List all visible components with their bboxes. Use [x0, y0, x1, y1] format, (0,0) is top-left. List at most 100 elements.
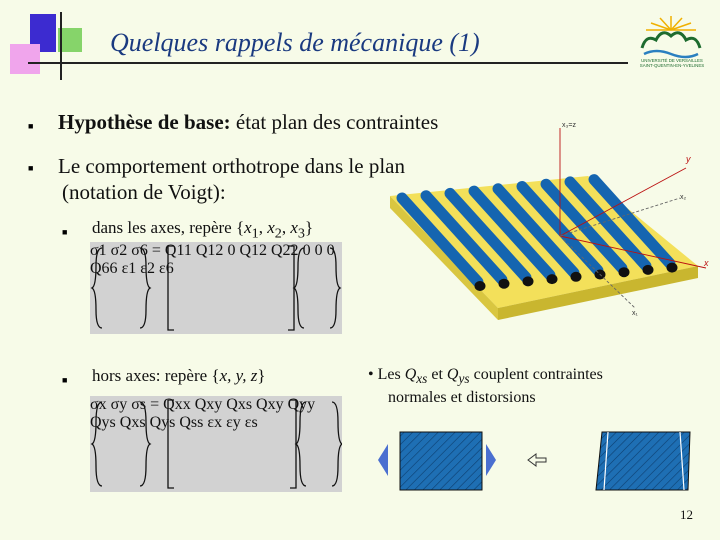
- label-y: y: [686, 154, 691, 164]
- note-b: couplent contraintes: [469, 366, 603, 383]
- fiber: [444, 187, 532, 283]
- coupling-note-line1: • Les Qxs et Qys couplent contraintes: [368, 366, 603, 387]
- fiber: [492, 183, 580, 279]
- m2-lhs-2: σy: [110, 396, 128, 413]
- label-x2: x₂: [680, 194, 687, 201]
- sub2-vars: x, y, z: [219, 366, 258, 385]
- m2-rhs-2: εy: [226, 414, 241, 431]
- university-logo: [640, 16, 702, 59]
- composite-plate-diagram: [390, 128, 707, 320]
- note-q1-sub: xs: [416, 371, 428, 387]
- arrow-right-icon: [486, 444, 496, 476]
- fiber-end: [546, 274, 558, 285]
- distortion-illustration: [378, 431, 691, 491]
- sep-1: ,: [258, 218, 268, 237]
- fiber-end: [618, 267, 630, 278]
- fiber-end: [474, 281, 486, 291]
- note-a: • Les: [368, 366, 405, 383]
- logo-line-2: SAINT-QUENTIN-EN-YVELINES: [639, 63, 705, 68]
- panel-deformed: [595, 431, 691, 491]
- coupling-note-line2: normales et distorsions: [388, 389, 536, 406]
- m2-qxs: Qxs: [226, 396, 253, 413]
- slide-title: Quelques rappels de mécanique (1): [110, 28, 480, 57]
- m1-rhs-3: ε6: [159, 260, 174, 277]
- fiber-end: [522, 276, 534, 287]
- fiber: [588, 174, 676, 270]
- panel-undeformed: [399, 431, 483, 491]
- implies-arrow-icon: [527, 453, 547, 467]
- m2-lhs-3: σs: [131, 396, 147, 413]
- m1-lhs-2: σ2: [110, 242, 128, 259]
- m1-rhs-2: ε2: [140, 260, 155, 277]
- m1-q23: 0: [302, 242, 311, 259]
- m1-q31: 0: [314, 242, 323, 259]
- x3-sub: 3: [297, 225, 305, 242]
- m2-qss: Qss: [179, 414, 204, 431]
- x3-var: x: [290, 218, 298, 237]
- sub-bullet-in-axes: dans les axes, repère {x1, x2, x3}: [92, 218, 313, 242]
- decor-square-green: [58, 28, 82, 52]
- matrix-brackets: [90, 245, 342, 331]
- m2-qxs-2: Qxs: [119, 414, 146, 431]
- fiber-end: [642, 264, 654, 275]
- note-q1: Q: [404, 366, 417, 383]
- m2-qys-2: Qys: [149, 414, 176, 431]
- sep-2: ,: [281, 218, 291, 237]
- m2-qxy: Qxy: [194, 396, 223, 413]
- arrow-left-icon: [378, 444, 388, 476]
- sub2-prefix: hors axes: repère {: [92, 366, 220, 385]
- sub-bullet-square-icon: ■: [62, 227, 68, 237]
- bullet-hypothese: Hypothèse de base: état plan des contrai…: [58, 110, 438, 135]
- note-mid: et: [427, 366, 447, 383]
- m1-equals: =: [151, 242, 161, 259]
- fiber: [540, 178, 628, 274]
- x2-var: x: [267, 218, 275, 237]
- fiber-end: [570, 271, 582, 282]
- m1-q33: Q66: [90, 260, 118, 277]
- m1-lhs-3: σ6: [131, 242, 148, 259]
- m1-q12: Q12: [195, 242, 224, 259]
- fiber-end: [666, 262, 678, 273]
- bullet-hypothese-text: état plan des contraintes: [230, 110, 439, 134]
- bullet-square-icon: ■: [28, 163, 34, 173]
- label-x: x: [704, 258, 709, 268]
- logo-caption: UNIVERSITÉ DE VERSAILLES SAINT-QUENTIN-E…: [634, 58, 710, 68]
- title-underline: [28, 62, 628, 64]
- shear-line-left: [603, 431, 609, 491]
- bullet-square-icon: ■: [28, 121, 34, 131]
- note-q2-sub: ys: [458, 371, 470, 387]
- m2-qxy-2: Qxy: [256, 396, 284, 413]
- sub-bullet-off-axes: hors axes: repère {x, y, z}: [92, 366, 266, 386]
- stiffness-matrix-in-axes: σ1 σ2 σ6 = Q11 Q12 0 Q12 Q22 0 0 0 Q66 ε…: [90, 242, 342, 334]
- note-q2: Q: [446, 366, 459, 383]
- m1-q32: 0: [326, 242, 335, 259]
- label-x3z: x₃=z: [562, 122, 576, 129]
- bullet-comportement-line2: (notation de Voigt):: [62, 180, 226, 204]
- sub-bullet-square-icon: ■: [62, 375, 68, 385]
- plate-front-left: [390, 196, 498, 320]
- decor-vertical-line: [60, 12, 62, 80]
- decor-square-pink: [10, 44, 40, 74]
- m2-equals: =: [150, 396, 160, 413]
- m1-rhs-1: ε1: [121, 260, 137, 277]
- bullet-hypothese-bold: Hypothèse de base:: [58, 110, 231, 134]
- shear-line-right: [679, 431, 685, 491]
- fiber: [468, 185, 556, 281]
- label-x1: x₁: [632, 310, 638, 317]
- m1-q21: Q12: [239, 242, 267, 259]
- fiber: [420, 190, 508, 286]
- axis-x2: [559, 197, 681, 237]
- matrix-brackets: [90, 399, 342, 489]
- plate-front-right: [498, 266, 698, 320]
- fiber: [396, 192, 484, 288]
- m2-rhs-3: εs: [244, 414, 258, 431]
- sub2-suffix: }: [257, 366, 266, 385]
- m1-q13: 0: [227, 242, 236, 259]
- bullet-comportement-line1: Le comportement orthotrope dans le plan: [58, 154, 405, 178]
- axis-x1: [559, 235, 636, 309]
- x1-sub: 1: [251, 225, 259, 242]
- sub1-prefix: dans les axes, repère {: [92, 218, 245, 237]
- x1-var: x: [244, 218, 252, 237]
- x2-sub: 2: [274, 225, 282, 242]
- stiffness-matrix-off-axes: σx σy σs = Qxx Qxy Qxs Qxy Qyy Qys Qxs Q…: [90, 396, 342, 492]
